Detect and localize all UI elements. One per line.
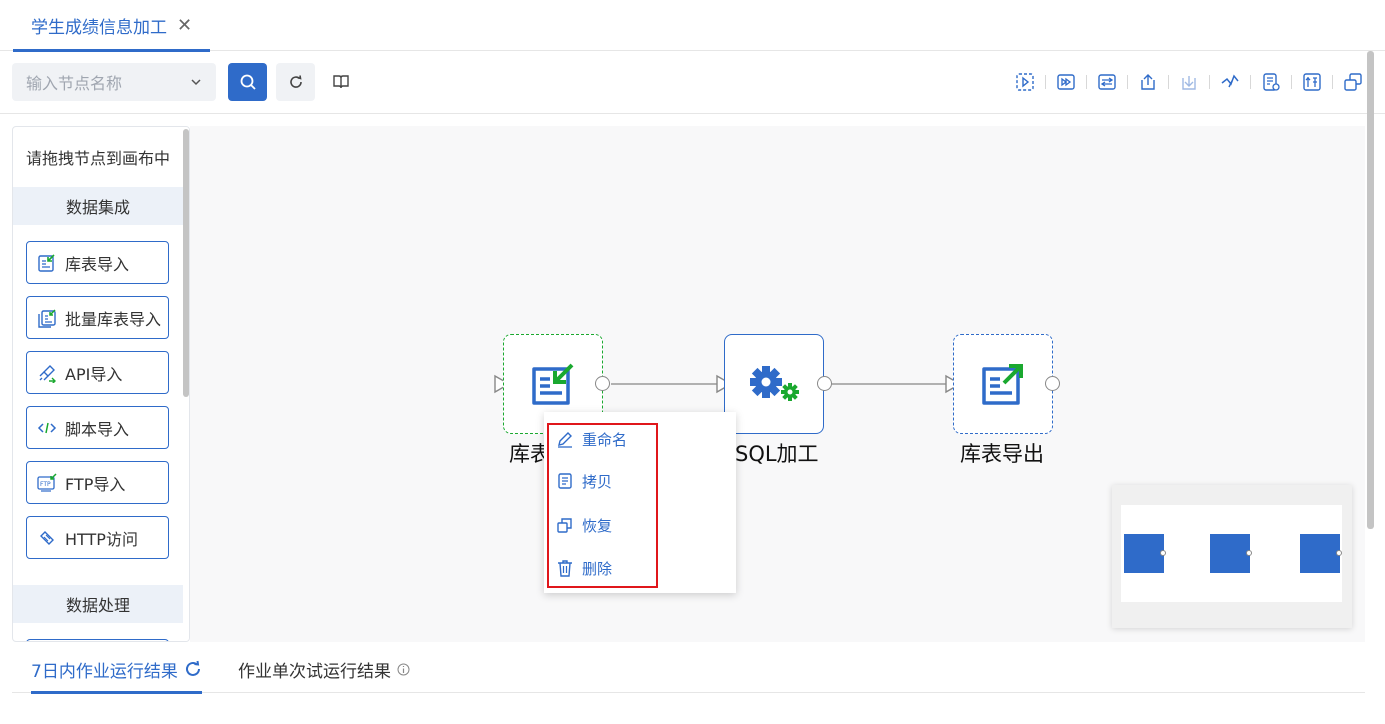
tab-label: 作业单次试运行结果	[238, 661, 391, 682]
pencil-icon	[558, 432, 572, 448]
palette-item-partial[interactable]	[26, 639, 169, 641]
tab-trial-results[interactable]: 作业单次试运行结果	[238, 645, 410, 693]
canvas-tools	[1005, 70, 1365, 94]
node-label: SQL加工	[735, 442, 819, 466]
batch-import-icon	[38, 308, 56, 328]
select-frame-icon[interactable]	[1013, 70, 1037, 94]
input-port	[494, 374, 511, 394]
tab-label: 7日内作业运行结果	[31, 661, 178, 682]
minimap-viewport[interactable]	[1121, 505, 1342, 602]
http-icon	[40, 530, 54, 545]
palette-item-http-access[interactable]: HTTP访问	[26, 516, 169, 559]
toolbar-divider	[1168, 75, 1169, 89]
output-port[interactable]	[817, 376, 832, 391]
node-palette: 请拖拽节点到画布中 数据集成 库表导入 批量库表导入 API导入 脚本导入 FT…	[12, 126, 190, 642]
palette-item-batch-import[interactable]: 批量库表导入	[26, 296, 169, 339]
palette-item-label: HTTP访问	[65, 529, 138, 549]
palette-section-processing[interactable]: 数据处理	[13, 585, 183, 623]
layout-icon[interactable]	[1218, 70, 1242, 94]
run-icon[interactable]	[1054, 70, 1078, 94]
palette-item-ftp-import[interactable]: FTP FTP导入	[26, 461, 169, 504]
menu-item-label: 重命名	[582, 430, 628, 449]
table-import-icon	[38, 253, 55, 272]
ftp-icon: FTP	[37, 472, 57, 492]
palette-item-label: FTP导入	[65, 474, 126, 494]
gears-icon	[750, 366, 799, 401]
menu-item-delete[interactable]: 删除	[556, 556, 612, 580]
minimap-port	[1160, 550, 1166, 556]
tab-student-score[interactable]: 学生成绩信息加工 ✕	[13, 0, 211, 52]
result-tabs: 7日内作业运行结果 作业单次试运行结果	[12, 645, 1365, 694]
minimap[interactable]	[1112, 485, 1352, 628]
palette-section-integration[interactable]: 数据集成	[13, 187, 183, 225]
trash-icon	[558, 560, 572, 577]
toolbar-divider	[1291, 75, 1292, 89]
palette-item-table-import[interactable]: 库表导入	[26, 241, 169, 284]
palette-item-label: 脚本导入	[65, 419, 130, 439]
adjust-icon[interactable]	[1095, 70, 1119, 94]
info-icon[interactable]	[397, 663, 410, 676]
palette-item-label: API导入	[65, 364, 123, 384]
restore-icon	[557, 518, 572, 533]
refresh-icon	[289, 75, 302, 88]
toolbar: 输入节点名称	[0, 51, 1385, 114]
chevron-down-icon	[191, 79, 201, 86]
node-sql-process[interactable]	[724, 334, 824, 434]
menu-item-label: 拷贝	[582, 472, 613, 491]
output-port[interactable]	[595, 376, 610, 391]
refresh-button[interactable]	[276, 63, 315, 101]
toolbar-divider	[1127, 75, 1128, 89]
palette-item-script-import[interactable]: 脚本导入	[26, 406, 169, 449]
export-icon[interactable]	[1136, 70, 1160, 94]
guide-button[interactable]	[325, 63, 357, 101]
tab-bar: 学生成绩信息加工 ✕	[0, 0, 1385, 52]
palette-scrollbar-thumb[interactable]	[183, 129, 189, 397]
svg-text:FTP: FTP	[40, 481, 51, 488]
import-icon[interactable]	[1177, 70, 1201, 94]
menu-item-rename[interactable]: 重命名	[556, 427, 627, 451]
table-export-icon	[982, 364, 1023, 405]
refresh-icon[interactable]	[184, 660, 202, 678]
fill-icon[interactable]	[1300, 70, 1324, 94]
node-label: 库表导出	[960, 442, 1044, 466]
menu-item-copy[interactable]: 拷贝	[556, 469, 612, 493]
toolbar-divider	[1086, 75, 1087, 89]
minimap-port	[1336, 550, 1342, 556]
toolbar-divider	[1332, 75, 1333, 89]
toolbar-divider	[1209, 75, 1210, 89]
node-context-menu: 重命名 拷贝 恢复 删除	[544, 412, 736, 593]
log-icon[interactable]	[1259, 70, 1283, 94]
minimap-node	[1210, 534, 1250, 573]
search-placeholder: 输入节点名称	[26, 74, 123, 93]
output-port[interactable]	[1045, 376, 1060, 391]
search-icon	[240, 74, 256, 90]
tab-title: 学生成绩信息加工	[31, 18, 167, 38]
close-icon[interactable]: ✕	[177, 14, 193, 36]
minimap-node	[1124, 534, 1164, 573]
menu-item-label: 删除	[582, 559, 613, 578]
palette-item-label: 批量库表导入	[65, 309, 162, 329]
minimap-node	[1300, 534, 1340, 573]
page-scrollbar[interactable]	[1367, 51, 1374, 529]
minimap-port	[1246, 550, 1252, 556]
code-icon	[37, 422, 57, 433]
search-button[interactable]	[228, 63, 267, 101]
tab-7day-results[interactable]: 7日内作业运行结果	[31, 645, 202, 694]
toolbar-divider	[1045, 75, 1046, 89]
palette-item-api-import[interactable]: API导入	[26, 351, 169, 394]
node-table-export[interactable]	[953, 334, 1053, 434]
menu-item-restore[interactable]: 恢复	[556, 513, 612, 537]
table-import-icon	[532, 363, 574, 405]
copy-window-icon[interactable]	[1341, 70, 1365, 94]
palette-hint: 请拖拽节点到画布中	[25, 149, 170, 168]
palette-scrollbar[interactable]	[183, 127, 189, 641]
highlight-box	[547, 423, 658, 588]
api-icon	[39, 364, 56, 383]
node-search-select[interactable]: 输入节点名称	[12, 63, 216, 101]
document-icon	[558, 473, 572, 489]
toolbar-divider	[1250, 75, 1251, 89]
book-icon	[333, 75, 349, 89]
palette-item-label: 库表导入	[65, 254, 130, 274]
menu-item-label: 恢复	[582, 516, 613, 535]
